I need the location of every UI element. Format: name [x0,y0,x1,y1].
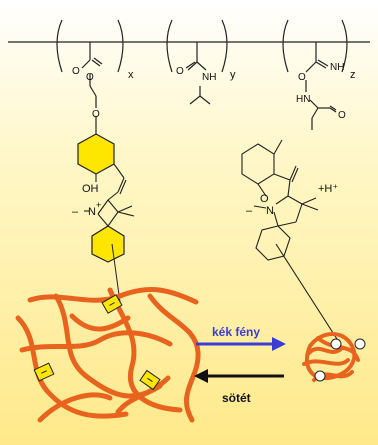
atom-o-amide-z: O [298,72,306,83]
atom-o-amide-y: O [176,66,184,77]
swollen-network [15,286,201,423]
merocyanine-structure [77,133,135,303]
atom-hn-z: HN [296,94,310,105]
subscript-y: y [230,69,236,81]
subscript-z: z [350,69,356,81]
forward-arrow [196,337,286,351]
methyl-n-right: – [246,205,253,217]
subscript-x: x [128,69,134,81]
back-arrow-label: sötét [222,391,251,405]
atom-oh: OH [82,183,99,195]
bracket-y-left [166,19,173,73]
bracket-x-right [117,19,124,73]
atom-o-amide-z2: O [338,110,346,121]
atom-nh-y: NH [202,72,216,83]
atom-o-spiro: O [260,193,269,205]
bracket-y-right [221,19,228,73]
atom-n-plus: N [88,206,96,218]
atom-nh-z: NH [330,62,344,73]
atom-o-ether: O [92,109,100,120]
methyl-n-left: – [72,206,79,218]
back-arrow [194,369,284,383]
merocyanine-tether [111,243,121,303]
atom-o-ester-carbonyl: O [72,66,80,77]
collapsed-units [314,338,366,382]
bracket-z-right [341,19,348,73]
forward-arrow-label: kék fény [212,325,260,339]
proton-label: +H⁺ [318,183,338,195]
bracket-z-left [282,19,289,73]
atom-n-spiro: N [266,205,274,217]
atom-o-ester: O [86,72,94,83]
network-photochrome-units [33,294,161,391]
indoline-benzo-ring [91,225,125,263]
bracket-x-left [56,19,63,73]
charge-plus: + [96,200,101,210]
polymer-backbone [8,19,370,134]
